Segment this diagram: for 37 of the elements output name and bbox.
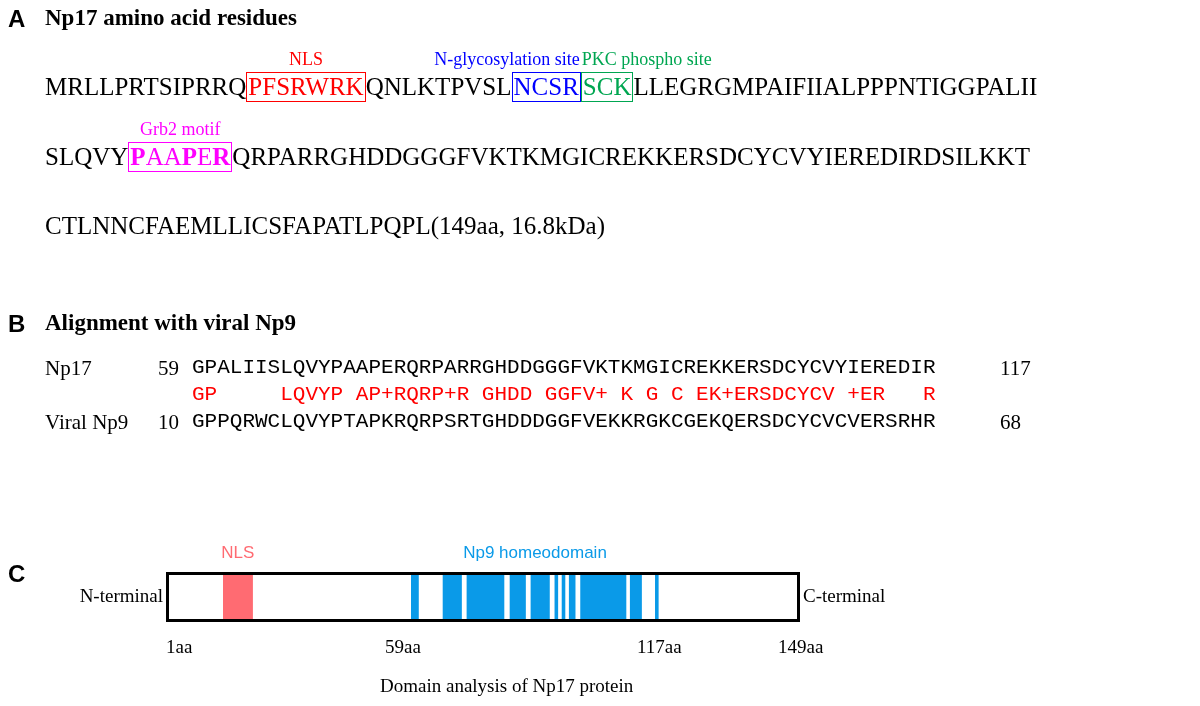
sequence-text: CTLNNCFAEMLLICSFAPATLPQPL(149aa, 16.8kDa) (45, 212, 605, 240)
position-number: 117 (1000, 356, 1031, 381)
sequence-text: SLQVY (45, 143, 129, 171)
position-number: 59 (158, 356, 179, 381)
domain-label: Np9 homeodomain (463, 543, 607, 563)
panel-heading: Np17 amino acid residues (45, 5, 297, 31)
site-label: Grb2 motif (140, 120, 221, 140)
position-label: 117aa (637, 636, 682, 658)
sequence-text: QRPARRGHDDGGGFVKTKMGICREKKERSDCYCVYIEREDIRDSILKKT (232, 143, 1031, 171)
motif-sequence: PAAPER (130, 143, 231, 170)
panel-heading: Alignment with viral Np9 (45, 310, 297, 336)
panel-letter: A (8, 5, 26, 33)
panel-letter: B (8, 310, 26, 338)
sequence-text: LLEGRGMPAIFIIALPPPNTIGGPALII (633, 73, 1038, 101)
sequence-text: QNLKTPVSL (365, 73, 512, 101)
terminal-label: C-terminal (803, 585, 886, 607)
position-label: 59aa (385, 636, 421, 658)
position-number: 68 (1000, 410, 1021, 435)
sequence-text: GPPQRWCLQVYPTAPKRQRPSRTGHDDDGGFVEKKRGKCGEKQERSDCYCVCVERSRHR (192, 410, 936, 433)
motif-sequence: SCK (582, 73, 632, 100)
site-label: N-glycosylation site (434, 50, 580, 70)
sequence-name: Viral Np9 (45, 410, 129, 435)
consensus-text: GP LQVYP AP+RQRP+R GHDD GGFV+ K G C EK+ERSDCYCV +ER R (192, 383, 936, 406)
terminal-label: N-terminal (79, 585, 163, 607)
domain-label: NLS (221, 543, 255, 563)
sequence-text: MRLLPRTSIPRRQ (45, 73, 247, 101)
site-label: PKC phospho site (581, 50, 712, 70)
sequence-text: GPALIISLQVYPAAPERQRPARRGHDDGGGFVKTKMGICREKKERSDCYCVYIEREDIR (192, 356, 936, 379)
site-label: NLS (289, 50, 323, 70)
position-label: 1aa (166, 636, 193, 658)
figure-caption: Domain analysis of Np17 protein (380, 675, 634, 697)
motif-sequence: NCSR (513, 73, 579, 100)
sequence-name: Np17 (45, 356, 92, 381)
panel-letter: C (8, 560, 26, 588)
motif-sequence: PFSRWRK (248, 73, 364, 100)
position-number: 10 (158, 410, 179, 435)
position-label: 149aa (778, 636, 824, 658)
